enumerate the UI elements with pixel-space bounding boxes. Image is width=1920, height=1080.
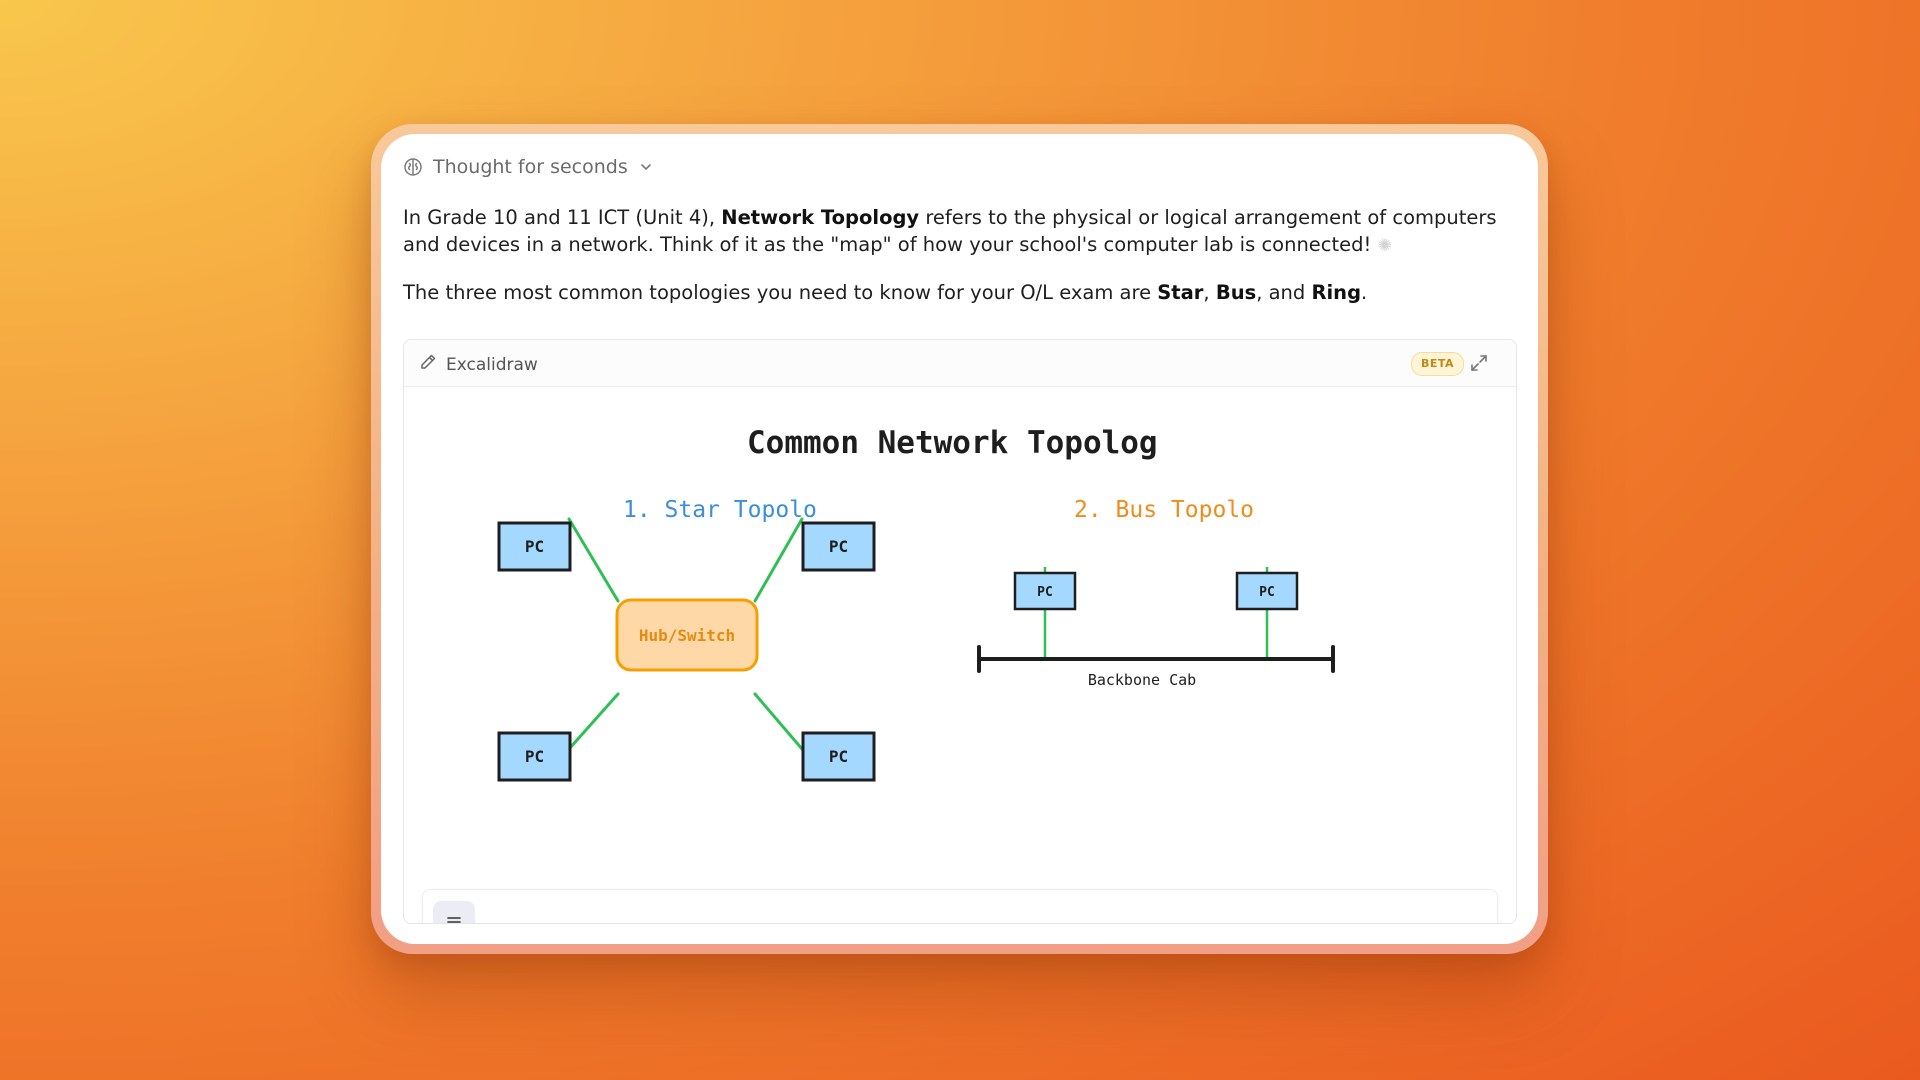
pc-label: PC xyxy=(1259,585,1275,600)
expand-icon[interactable] xyxy=(1468,352,1490,374)
excalidraw-title-label: Excalidraw xyxy=(446,354,538,375)
pc-star-bottom-left: PC xyxy=(497,731,572,782)
thought-label: Thought for seconds xyxy=(433,156,628,178)
separator-1: , xyxy=(1203,281,1216,304)
pc-star-top-right: PC xyxy=(801,521,876,572)
intro-text-a: In Grade 10 and 11 ICT (Unit 4), xyxy=(403,206,722,229)
backbone-cable xyxy=(977,645,1335,673)
intro-text-c: refers to the physical or logical arrang… xyxy=(403,206,1497,256)
pc-label: PC xyxy=(525,537,544,556)
excalidraw-header: Excalidraw BETA xyxy=(404,340,1516,387)
chat-response-card: Thought for seconds In Grade 10 and 11 I… xyxy=(381,134,1538,944)
topology-ring: Ring xyxy=(1311,281,1362,304)
hamburger-menu-icon[interactable] xyxy=(433,901,475,923)
star-link-bottom-right xyxy=(753,692,804,751)
pc-star-top-left: PC xyxy=(497,521,572,572)
topology-star: Star xyxy=(1157,281,1204,304)
pc-bus-right: PC xyxy=(1235,571,1299,611)
separator-2: , and xyxy=(1256,281,1312,304)
topologies-text-a: The three most common topologies you nee… xyxy=(403,281,1158,304)
sun-icon: ✺ xyxy=(1377,236,1392,256)
star-link-top-left xyxy=(567,517,620,603)
excalidraw-toolbar xyxy=(422,889,1498,923)
hub-label: Hub/Switch xyxy=(639,626,735,645)
star-title: 1. Star Topolo xyxy=(623,497,817,523)
drawing-heading: Common Network Topolog xyxy=(747,425,1158,461)
topology-drawing: Common Network Topolog 1. Star Topolo PC… xyxy=(497,425,1335,782)
pc-label: PC xyxy=(829,537,848,556)
excalidraw-panel: Excalidraw BETA Common Network Topolog 1… xyxy=(403,339,1517,924)
topologies-paragraph: The three most common topologies you nee… xyxy=(403,279,1513,306)
excalidraw-canvas[interactable]: Common Network Topolog 1. Star Topolo PC… xyxy=(404,387,1516,923)
pc-label: PC xyxy=(1037,585,1053,600)
chevron-down-icon xyxy=(638,159,654,175)
bus-title: 2. Bus Topolo xyxy=(1074,497,1254,523)
star-link-top-right xyxy=(753,517,804,603)
pc-star-bottom-right: PC xyxy=(801,731,876,782)
topology-bus: Bus xyxy=(1215,281,1257,304)
pencil-icon xyxy=(419,353,437,376)
thought-toggle[interactable]: Thought for seconds xyxy=(403,153,654,181)
pc-bus-left: PC xyxy=(1013,571,1077,611)
intro-paragraph: In Grade 10 and 11 ICT (Unit 4), Network… xyxy=(403,204,1513,260)
intro-term: Network Topology xyxy=(721,206,920,229)
star-link-bottom-left xyxy=(567,692,620,751)
brain-icon xyxy=(403,157,423,177)
pc-label: PC xyxy=(829,747,848,766)
backbone-label: Backbone Cab xyxy=(1088,671,1196,689)
hub-switch: Hub/Switch xyxy=(615,598,759,672)
sentence-end: . xyxy=(1361,281,1368,304)
excalidraw-title: Excalidraw xyxy=(419,353,538,376)
beta-badge: BETA xyxy=(1411,352,1465,376)
pc-label: PC xyxy=(525,747,544,766)
